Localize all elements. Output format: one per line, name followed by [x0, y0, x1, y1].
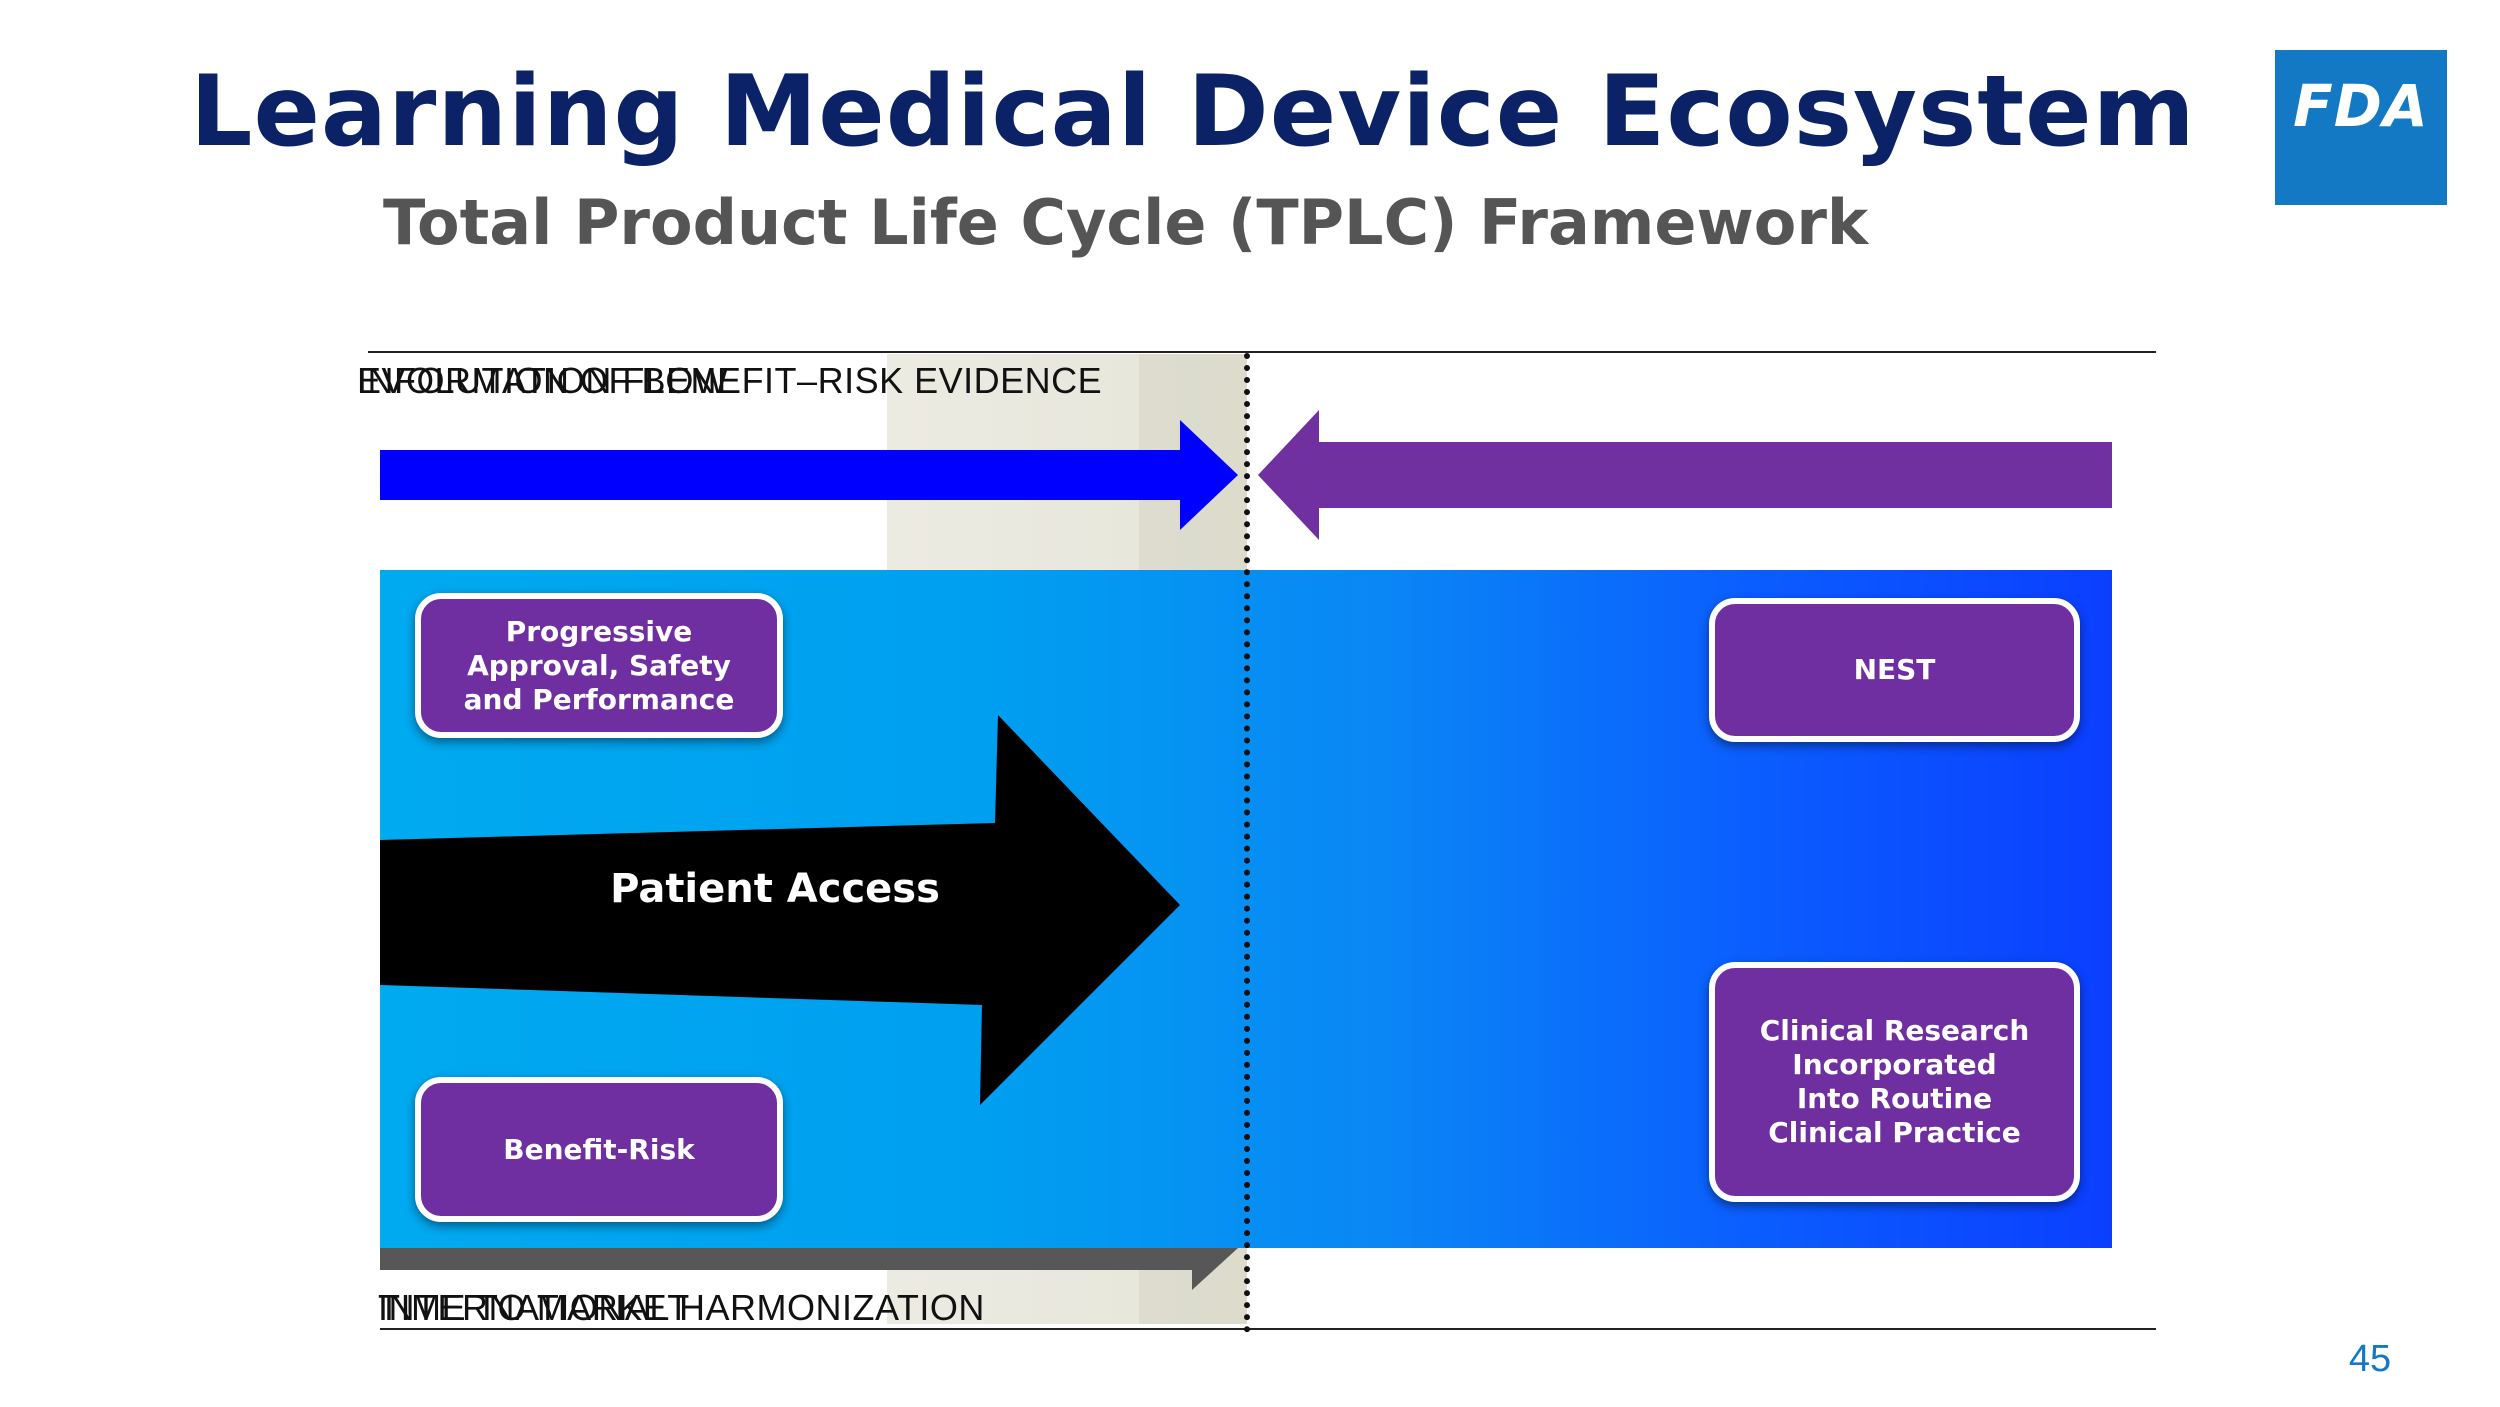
progressive-approval-box: Progressive Approval, Safety and Perform… — [415, 593, 783, 738]
time-to-market-arrow — [380, 1248, 1238, 1290]
top-rule — [368, 351, 2156, 353]
premarket-postmarket-divider — [1244, 353, 1250, 1333]
patient-access-arrow — [380, 715, 1180, 1105]
fda-logo-text: FDA — [2293, 72, 2429, 140]
premarket-arrow-shape — [380, 420, 1238, 530]
patient-access-arrow-shape — [380, 715, 1180, 1105]
clinical-research-box: Clinical Research Incorporated Into Rout… — [1709, 962, 2080, 1202]
top-label-information-flow: INFORMATION FLOW — [357, 360, 729, 401]
page-number: 45 — [2348, 1338, 2392, 1380]
page-subtitle: Total Product Life Cycle (TPLC) Framewor… — [383, 186, 1869, 259]
patient-access-label: Patient Access — [610, 866, 940, 912]
fda-logo: FDA — [2275, 50, 2447, 205]
nest-box: NEST — [1709, 598, 2080, 742]
bottom-rule — [380, 1328, 2156, 1330]
top-arrows — [380, 410, 2112, 540]
top-label-evolution: EVOLUTION OF BENEFIT–RISK EVIDENCE — [357, 360, 1103, 401]
page-title: Learning Medical Device Ecosystem — [190, 55, 2196, 169]
benefit-risk-box: Benefit-Risk — [415, 1077, 783, 1222]
bottom-label-harmonization: INTERNATIONAL HARMONIZATION — [378, 1287, 985, 1328]
time-to-market-arrow-shape — [380, 1248, 1238, 1290]
postmarket-arrow-shape — [1258, 410, 2112, 540]
bottom-label-time-to-market: TIME TO MARKET — [378, 1287, 690, 1328]
